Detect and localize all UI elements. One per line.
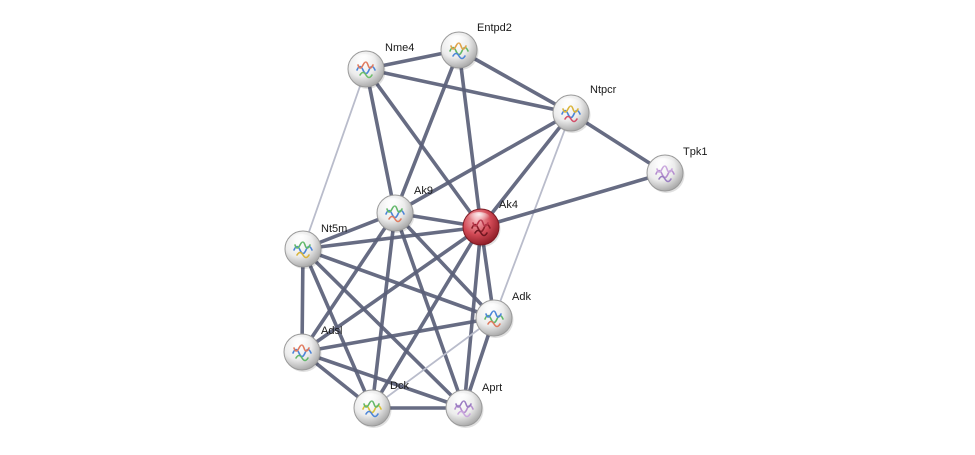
protein-ribbon <box>658 175 672 183</box>
node-ak4[interactable]: Ak4 <box>462 199 518 247</box>
protein-ribbon <box>487 320 501 328</box>
protein-ribbon <box>564 115 578 123</box>
node-gloss <box>290 234 312 246</box>
edge-nme4-nt5m[interactable] <box>302 68 367 250</box>
edge-adsl-aprt[interactable] <box>300 350 466 410</box>
edge-nt5m-adk[interactable] <box>301 247 496 320</box>
node-label: Dck <box>390 380 409 392</box>
node-label: Adk <box>512 291 531 303</box>
edge-ak4-aprt[interactable] <box>462 225 483 410</box>
node-gloss <box>446 35 468 47</box>
node-ak9[interactable]: Ak9 <box>376 185 433 233</box>
edge-ak9-adsl[interactable] <box>300 211 397 354</box>
edge-ak4-nt5m[interactable] <box>301 225 483 251</box>
node-label: Ak9 <box>414 185 433 197</box>
edge-ak9-dck[interactable] <box>370 211 397 410</box>
edge-tpk1-ak4[interactable] <box>479 171 667 229</box>
node-label: Adsl <box>321 325 342 337</box>
node-nme4[interactable]: Nme4 <box>347 42 414 89</box>
edge-ntpcr-ak9[interactable] <box>393 111 573 215</box>
protein-ribbon <box>474 229 488 237</box>
node-label: Nme4 <box>385 42 414 54</box>
node-gloss <box>451 393 473 405</box>
edge-ak4-adsl[interactable] <box>300 225 483 354</box>
edge-adk-dck[interactable] <box>371 317 495 409</box>
node-label: Ak4 <box>499 199 518 211</box>
protein-ribbon <box>296 251 310 259</box>
node-gloss <box>289 337 311 349</box>
node-gloss <box>481 303 503 315</box>
edge-ak4-dck[interactable] <box>370 225 483 410</box>
protein-ribbon <box>457 410 471 418</box>
edge-ntpcr-tpk1[interactable] <box>569 111 667 175</box>
node-adsl[interactable]: Adsl <box>283 325 342 372</box>
edge-ak9-adk[interactable] <box>393 211 496 320</box>
edge-nme4-ak9[interactable] <box>364 67 397 215</box>
edge-entpd2-ntpcr[interactable] <box>457 48 573 115</box>
node-gloss <box>652 158 674 170</box>
protein-ribbon <box>452 52 466 60</box>
edge-nt5m-aprt[interactable] <box>301 247 466 410</box>
node-label: Nt5m <box>321 223 347 235</box>
protein-ribbon <box>365 410 379 418</box>
node-gloss <box>558 98 580 110</box>
edge-adk-adsl[interactable] <box>300 316 496 354</box>
node-adk[interactable]: Adk <box>475 291 531 338</box>
protein-ribbon <box>359 71 373 79</box>
node-dck[interactable]: Dck <box>353 380 409 428</box>
node-aprt[interactable]: Aprt <box>445 382 502 428</box>
node-gloss <box>382 198 404 210</box>
edge-entpd2-ak4[interactable] <box>457 48 483 229</box>
edge-nme4-ak4[interactable] <box>364 67 483 229</box>
protein-ribbon <box>388 215 402 223</box>
edge-nme4-ntpcr[interactable] <box>364 67 573 115</box>
edge-entpd2-ak9[interactable] <box>393 48 461 215</box>
node-ntpcr[interactable]: Ntpcr <box>552 84 617 133</box>
node-gloss <box>353 54 375 66</box>
node-tpk1[interactable]: Tpk1 <box>646 146 707 193</box>
node-label: Ntpcr <box>590 84 617 96</box>
node-label: Aprt <box>482 382 502 394</box>
node-gloss <box>468 212 490 224</box>
edge-ntpcr-adk[interactable] <box>493 112 572 319</box>
node-gloss <box>359 393 381 405</box>
protein-ribbon <box>295 354 309 362</box>
edge-nt5m-dck[interactable] <box>301 247 374 410</box>
node-entpd2[interactable]: Entpd2 <box>440 22 512 70</box>
node-label: Entpd2 <box>477 22 512 34</box>
node-label: Tpk1 <box>683 146 707 158</box>
node-nt5m[interactable]: Nt5m <box>284 223 347 269</box>
edge-ntpcr-ak4[interactable] <box>479 111 573 229</box>
